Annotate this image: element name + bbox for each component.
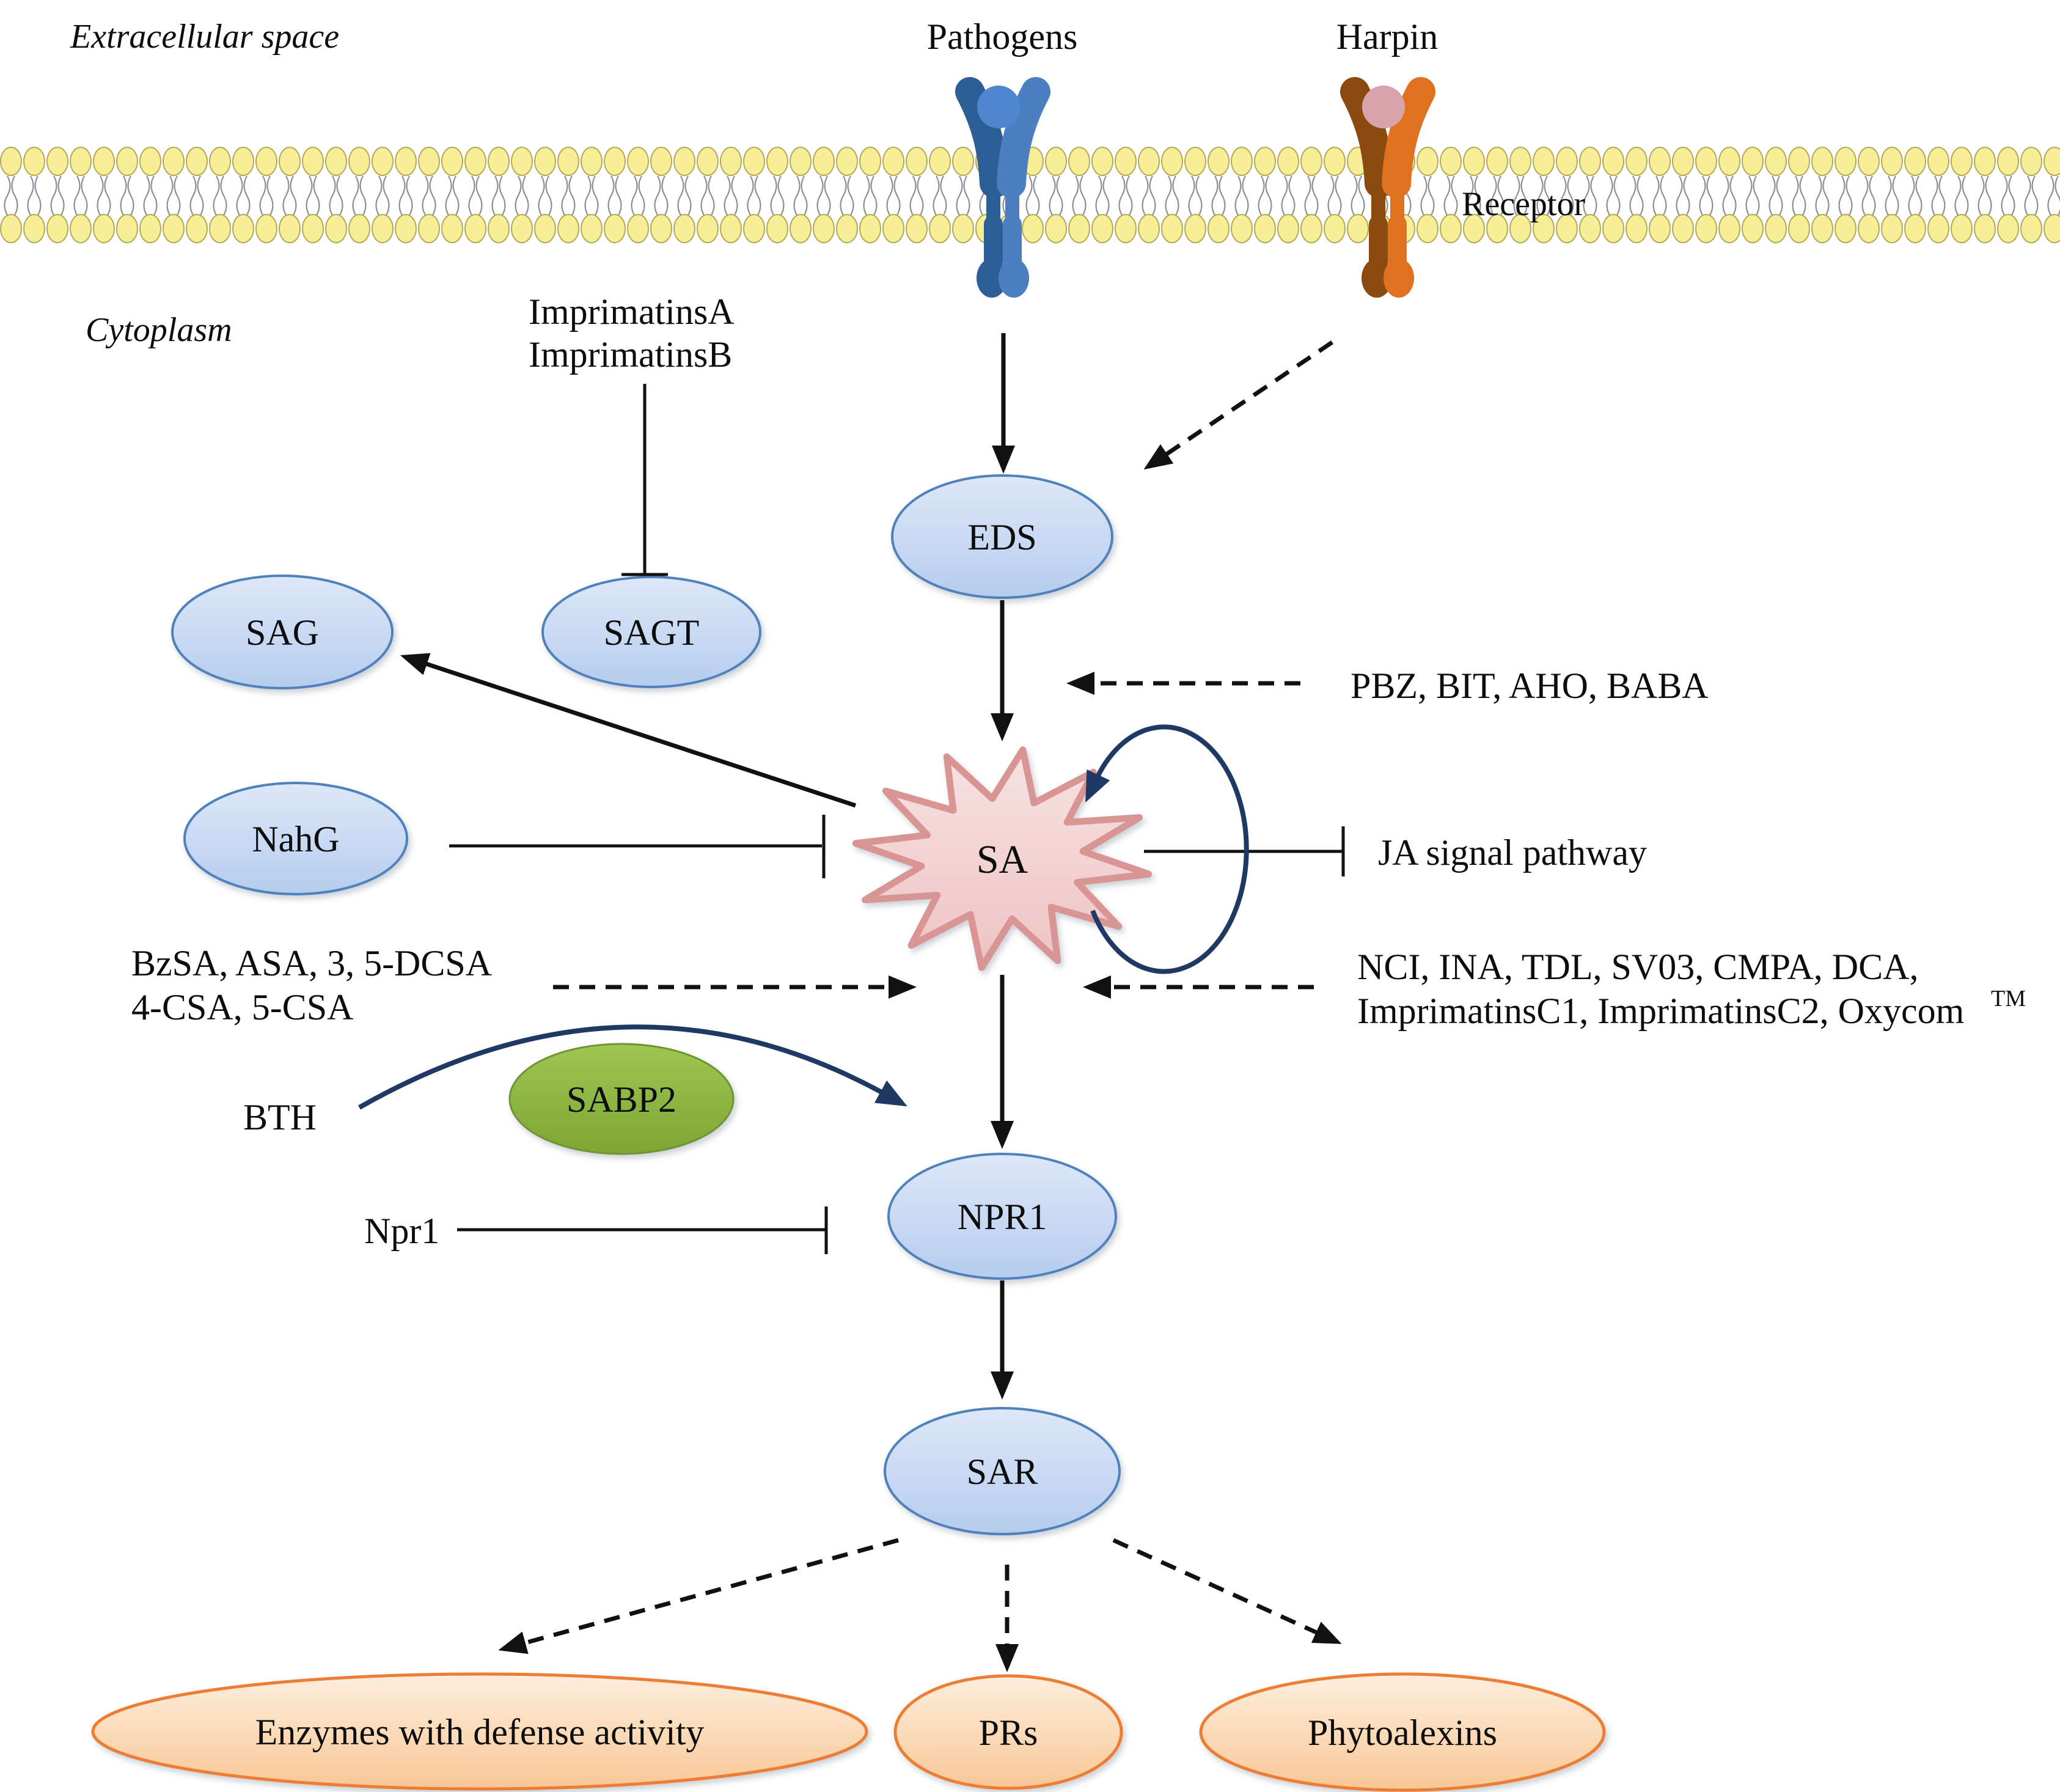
node-sa-starburst: SA: [852, 746, 1153, 971]
node-sar-label: SAR: [967, 1452, 1038, 1492]
node-npr1: NPR1: [887, 1153, 1117, 1280]
pathogens-label: Pathogens: [927, 17, 1078, 57]
bth-label: BTH: [243, 1097, 317, 1137]
node-phytoalexins: Phytoalexins: [1199, 1672, 1606, 1792]
ja-signal-pathway-label: JA signal pathway: [1378, 832, 1647, 873]
pbz-list-label: PBZ, BIT, AHO, BABA: [1351, 666, 1709, 706]
node-nahg: NahG: [183, 782, 408, 895]
harpin-ball-icon: [1362, 86, 1405, 128]
node-eds: EDS: [891, 474, 1113, 599]
npr1-inhibitor-label: Npr1: [364, 1211, 439, 1251]
imprimatins-b-label: ImprimatinsB: [529, 334, 732, 375]
node-enzymes: Enzymes with defense activity: [91, 1672, 868, 1791]
arrow-sa-to-sag: [400, 653, 857, 808]
node-npr1-label: NPR1: [958, 1197, 1047, 1237]
receptor-label: Receptor: [1462, 185, 1585, 223]
node-eds-label: EDS: [967, 517, 1036, 557]
extracellular-space-label: Extracellular space: [70, 18, 339, 56]
inhibition-nahg-to-sa: [449, 815, 826, 878]
node-sabp2-label: SABP2: [566, 1079, 676, 1120]
pathogen-receptor-icon: [955, 77, 1050, 298]
sa-analogs-line2: 4-CSA, 5-CSA: [131, 987, 353, 1027]
node-prs-label: PRs: [979, 1713, 1038, 1753]
nci-list-line2: ImprimatinsC1, ImprimatinsC2, Oxycom: [1357, 991, 1964, 1031]
node-sagt-label: SAGT: [604, 612, 700, 653]
nci-list-line1: NCI, INA, TDL, SV03, CMPA, DCA,: [1357, 947, 1918, 987]
node-sa-label: SA: [977, 837, 1028, 882]
node-enzymes-label: Enzymes with defense activity: [255, 1712, 705, 1752]
oxycom-trademark-sup: TM: [1991, 986, 2026, 1012]
node-sag: SAG: [171, 575, 394, 689]
imprimatins-a-label: ImprimatinsA: [529, 292, 735, 332]
inhibition-sa-to-ja-pathway: [1144, 826, 1345, 876]
node-sar: SAR: [884, 1407, 1121, 1535]
node-nahg-label: NahG: [252, 819, 339, 859]
node-sagt: SAGT: [541, 576, 761, 688]
cytoplasm-label: Cytoplasm: [86, 311, 232, 349]
dashed-arrow-sar-to-phytoalexins: [1112, 1538, 1342, 1644]
inhibition-npr1-mutant-to-npr1: [457, 1206, 828, 1254]
pathogen-ball-icon: [977, 86, 1020, 128]
sa-analogs-line1: BzSA, ASA, 3, 5-DCSA: [131, 943, 492, 983]
inhibition-imprimatins-to-sagt: [621, 384, 668, 576]
dashed-arrow-harpin-receptor-to-eds: [1143, 340, 1333, 470]
bth-over-sabp2-curve-arrow: [358, 1024, 907, 1110]
lipid-bilayer-membrane: [0, 147, 2060, 243]
dashed-arrow-sar-to-enzymes: [498, 1538, 899, 1654]
node-sag-label: SAG: [246, 612, 319, 653]
node-prs: PRs: [893, 1674, 1123, 1790]
node-phytoalexins-label: Phytoalexins: [1308, 1713, 1497, 1753]
harpin-receptor-icon: [1340, 77, 1435, 298]
harpin-label: Harpin: [1336, 17, 1439, 57]
node-sabp2: SABP2: [508, 1043, 735, 1155]
sa-feedback-loop-arrow: [1085, 724, 1249, 974]
